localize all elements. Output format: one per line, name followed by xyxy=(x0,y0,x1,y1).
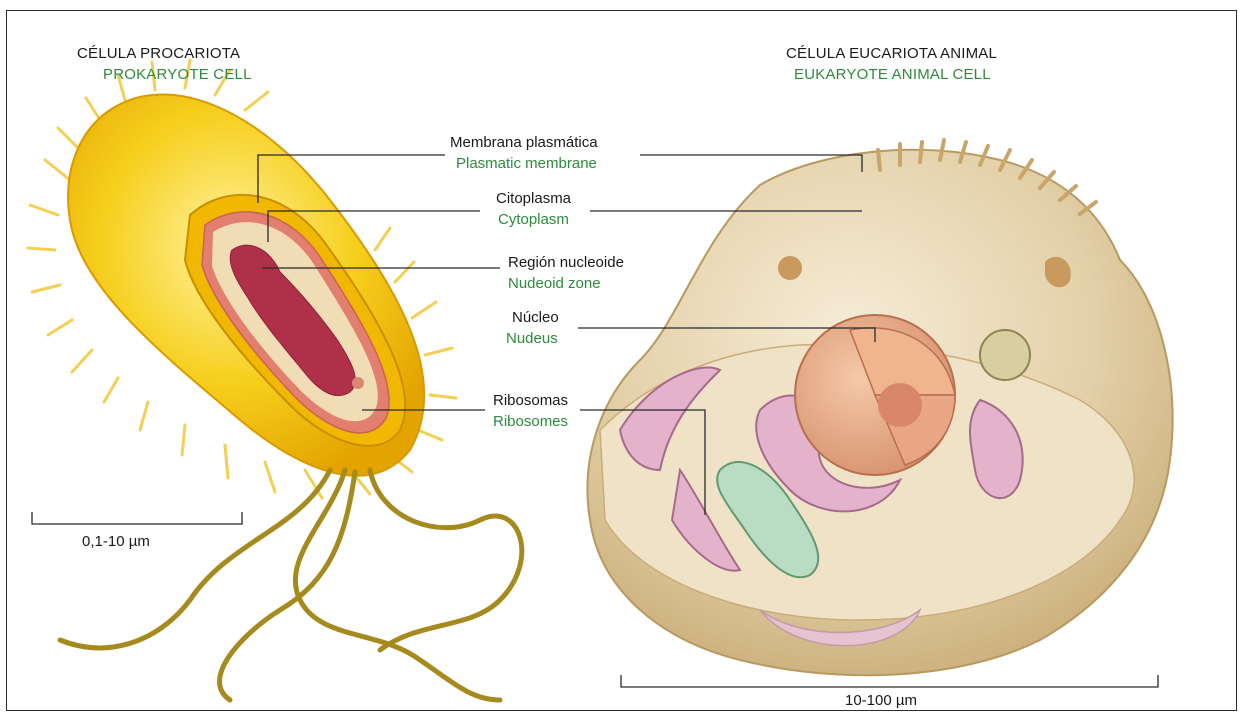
label-cytoplasm-en: Cytoplasm xyxy=(498,211,569,228)
label-membrane-en: Plasmatic membrane xyxy=(456,155,597,172)
label-nucleoid-en: Nudeoid zone xyxy=(508,275,601,292)
prokaryote-title-es: CÉLULA PROCARIOTA xyxy=(77,45,240,62)
eukaryote-title-en: EUKARYOTE ANIMAL CELL xyxy=(794,66,991,83)
label-cytoplasm-es: Citoplasma xyxy=(496,190,571,207)
prokaryote-title-en: PROKARYOTE CELL xyxy=(103,66,252,83)
scale-label-eukaryote: 10-100 µm xyxy=(845,692,917,709)
label-ribosomes-en: Ribosomes xyxy=(493,413,568,430)
label-nucleoid-es: Región nucleoide xyxy=(508,254,624,271)
label-membrane-es: Membrana plasmática xyxy=(450,134,598,151)
scale-label-prokaryote: 0,1-10 µm xyxy=(82,533,150,550)
eukaryote-cell xyxy=(587,140,1172,675)
label-nucleus-en: Nudeus xyxy=(506,330,558,347)
label-ribosomes-es: Ribosomas xyxy=(493,392,568,409)
prokaryote-cell xyxy=(28,60,522,700)
lysosome xyxy=(980,330,1030,380)
label-nucleus-es: Núcleo xyxy=(512,309,559,326)
flagella xyxy=(60,470,522,700)
eukaryote-title-es: CÉLULA EUCARIOTA ANIMAL xyxy=(786,45,997,62)
